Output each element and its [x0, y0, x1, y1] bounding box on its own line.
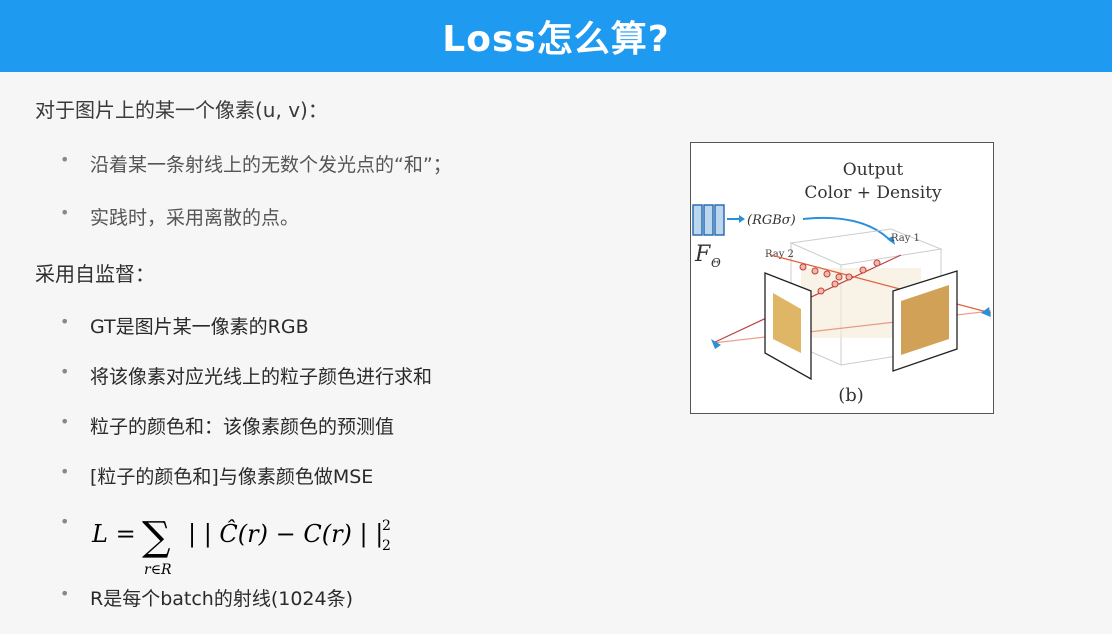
figure-output-subtitle: Color + Density: [804, 183, 942, 203]
list-item: GT是图片某一像素的RGB: [60, 312, 432, 362]
right-image-content: [901, 285, 949, 355]
ray-arrow-icon: [981, 307, 991, 317]
slide-title: Loss怎么算?: [442, 19, 670, 60]
ray-arrow-icon: [711, 339, 721, 349]
concept-bullet-list: 沿着某一条射线上的无数个发光点的“和”； 实践时，采用离散的点。: [60, 150, 452, 256]
list-item: 粒子的颜色和：该像素颜色的预测值: [60, 412, 432, 462]
list-item: R是每个batch的射线(1024条): [60, 584, 432, 634]
nerf-figure: Output Color + Density F Θ (RGBσ) Ray 2 …: [690, 142, 994, 414]
curved-arrow-head-icon: [887, 236, 895, 245]
formula-body: | | Ĉ(r) − C(r) | |: [188, 519, 383, 549]
sum-subscript: r∈R: [144, 562, 172, 578]
left-image-content: [773, 293, 801, 353]
formula-lhs: L =: [91, 520, 136, 548]
f-theta-subscript: Θ: [711, 256, 721, 270]
intro-text: 对于图片上的某一个像素(u, v)：: [35, 98, 328, 122]
loss-formula: L = ∑ r∈R | | Ĉ(r) − C(r) | | 2 2: [90, 508, 410, 589]
list-item: [粒子的颜色和]与像素颜色做MSE: [60, 462, 432, 512]
list-item: 沿着某一条射线上的无数个发光点的“和”；: [60, 150, 452, 177]
figure-output-title: Output: [843, 160, 904, 180]
arrow-head-icon: [739, 215, 745, 223]
self-supervision-heading: 采用自监督：: [35, 262, 155, 286]
network-block-icon: [692, 204, 725, 236]
title-banner: Loss怎么算?: [0, 0, 1112, 72]
f-theta-label: F: [694, 242, 711, 267]
sum-symbol: ∑: [142, 514, 171, 560]
rgb-sigma-label: (RGBσ): [747, 213, 796, 228]
method-bullet-list: GT是图片某一像素的RGB 将该像素对应光线上的粒子颜色进行求和 粒子的颜色和：…: [60, 312, 432, 634]
list-item: 将该像素对应光线上的粒子颜色进行求和: [60, 362, 432, 412]
formula-item: L = ∑ r∈R | | Ĉ(r) − C(r) | | 2 2: [60, 512, 432, 584]
figure-caption: (b): [838, 385, 864, 406]
list-item: 实践时，采用离散的点。: [60, 203, 452, 230]
formula-sup: 2: [382, 518, 391, 534]
curved-arrow: [802, 216, 892, 242]
formula-sub: 2: [382, 538, 391, 554]
ray1-label: Ray 1: [891, 233, 920, 244]
ray2-label: Ray 2: [765, 249, 794, 260]
sample-points: [799, 259, 881, 295]
